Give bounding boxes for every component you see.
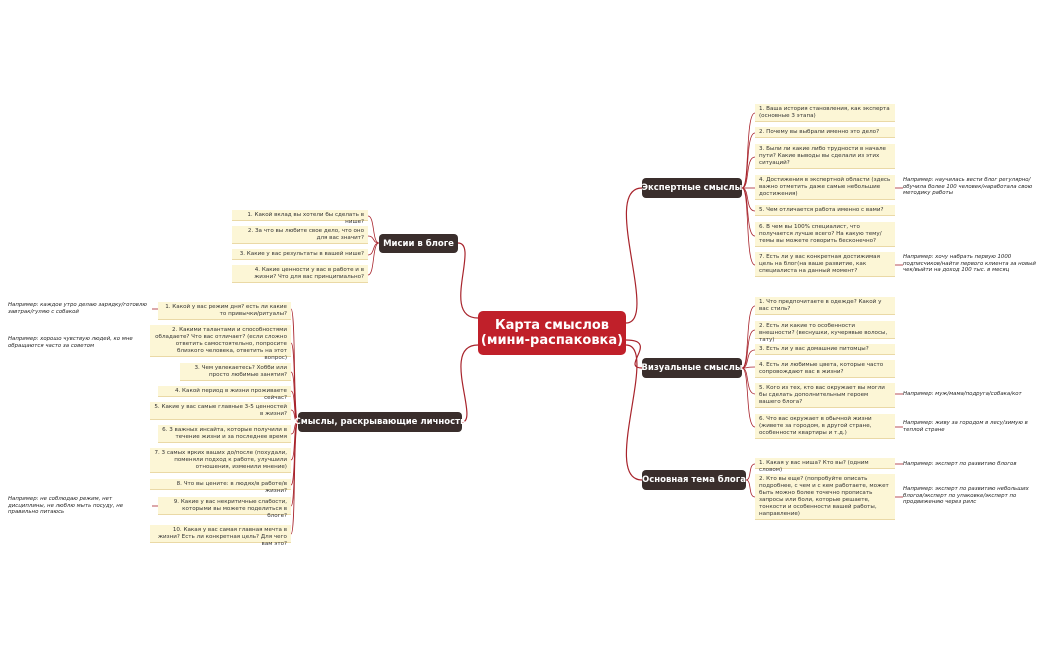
- leaf-visual-1[interactable]: 1. Что предпочитаете в одежде? Какой у в…: [755, 297, 895, 315]
- leaf-mission-4[interactable]: 4. Какие ценности у вас в работе и в жиз…: [232, 265, 368, 283]
- leaf-visual-5[interactable]: 5. Кого из тех, кто вас окружает вы могл…: [755, 383, 895, 408]
- leaf-visual-3[interactable]: 3. Есть ли у вас домашние питомцы?: [755, 344, 895, 355]
- leaf-mission-2[interactable]: 2. За что вы любите свое дело, что оно д…: [232, 226, 368, 244]
- note-personality-weakness: Например: не соблюдаю режим, нет дисципл…: [8, 496, 124, 516]
- central-title-line1: Карта смыслов: [494, 318, 609, 333]
- leaf-personality-1[interactable]: 1. Какой у вас режим дня? есть ли какие …: [158, 302, 291, 320]
- branch-expert[interactable]: Экспертные смыслы: [642, 178, 742, 198]
- note-expert-achievements: Например: научилась вести блог регулярно…: [903, 177, 1033, 197]
- leaf-expert-1[interactable]: 1. Ваша история становления, как эксперт…: [755, 104, 895, 122]
- leaf-visual-2[interactable]: 2. Есть ли какие то особенности внешност…: [755, 321, 895, 343]
- leaf-visual-6[interactable]: 6. Что вас окружает в обычной жизни (жив…: [755, 414, 895, 439]
- note-personality-routine: Например: каждое утро делаю зарядку/гото…: [8, 302, 147, 315]
- note-personality-talents: Например: хорошо чувствую людей, ко мне …: [8, 336, 133, 349]
- leaf-expert-6[interactable]: 6. В чем вы 100% специалист, что получае…: [755, 222, 895, 247]
- leaf-personality-8[interactable]: 8. Что вы цените: в людях/в работе/в жиз…: [150, 479, 291, 494]
- branch-personality[interactable]: Смыслы, раскрывающие личность: [295, 412, 465, 432]
- branch-mission[interactable]: Мисии в блоге: [379, 234, 458, 253]
- leaf-personality-7[interactable]: 7. 3 самых ярких ваших до/после (похудал…: [150, 448, 291, 473]
- leaf-mission-3[interactable]: 3. Какие у вас результаты в вашей нише?: [232, 249, 368, 260]
- leaf-personality-4[interactable]: 4. Какой период в жизни проживаете сейча…: [158, 386, 291, 401]
- leaf-personality-10[interactable]: 10. Какая у вас самая главная мечта в жи…: [150, 525, 291, 547]
- leaf-personality-2[interactable]: 2. Какими талантами и способностями обла…: [150, 325, 291, 361]
- note-theme-more: Например: эксперт по развитию небольших …: [903, 486, 1029, 506]
- leaf-expert-4[interactable]: 4. Достижения в экспертной области (здес…: [755, 175, 895, 200]
- central-topic[interactable]: Карта смыслов (мини-распаковка): [478, 311, 626, 355]
- leaf-theme-2[interactable]: 2. Кто вы еще? (попробуйте описать подро…: [755, 474, 895, 520]
- leaf-personality-6[interactable]: 6. 3 важных инсайта, которые получили в …: [158, 425, 291, 443]
- leaf-expert-2[interactable]: 2. Почему вы выбрали именно это дело?: [755, 127, 895, 138]
- note-expert-goal: Например: хочу набрать первую 1000 подпи…: [903, 254, 1036, 274]
- leaf-personality-5[interactable]: 5. Какие у вас самые главные 3-5 ценност…: [150, 402, 291, 420]
- leaf-visual-4[interactable]: 4. Есть ли любимые цвета, которые часто …: [755, 360, 895, 378]
- central-title-line2: (мини-распаковка): [480, 333, 624, 348]
- note-theme-niche: Например: эксперт по развитию блогов: [903, 461, 1017, 467]
- leaf-mission-1[interactable]: 1. Какой вклад вы хотели бы сделать в ни…: [232, 210, 368, 225]
- leaf-theme-1[interactable]: 1. Какая у вас ниша? Кто вы? (одним слов…: [755, 458, 895, 473]
- leaf-expert-7[interactable]: 7. Есть ли у вас конкретная достижимая ц…: [755, 252, 895, 277]
- branch-theme[interactable]: Основная тема блога: [642, 470, 746, 490]
- leaf-personality-9[interactable]: 9. Какие у вас некритичные слабости, кот…: [158, 497, 291, 519]
- leaf-personality-3[interactable]: 3. Чем увлекаетесь? Хобби или просто люб…: [180, 363, 291, 381]
- note-visual-surroundings: Например: живу за городом в лесу/зимую в…: [903, 420, 1028, 433]
- branch-visual[interactable]: Визуальные смыслы: [641, 358, 743, 378]
- leaf-expert-5[interactable]: 5. Чем отличается работа именно с вами?: [755, 205, 895, 216]
- leaf-expert-3[interactable]: 3. Были ли какие либо трудности в начале…: [755, 144, 895, 169]
- note-visual-heroes: Например: муж/мама/подруга/собака/кот: [903, 391, 1022, 397]
